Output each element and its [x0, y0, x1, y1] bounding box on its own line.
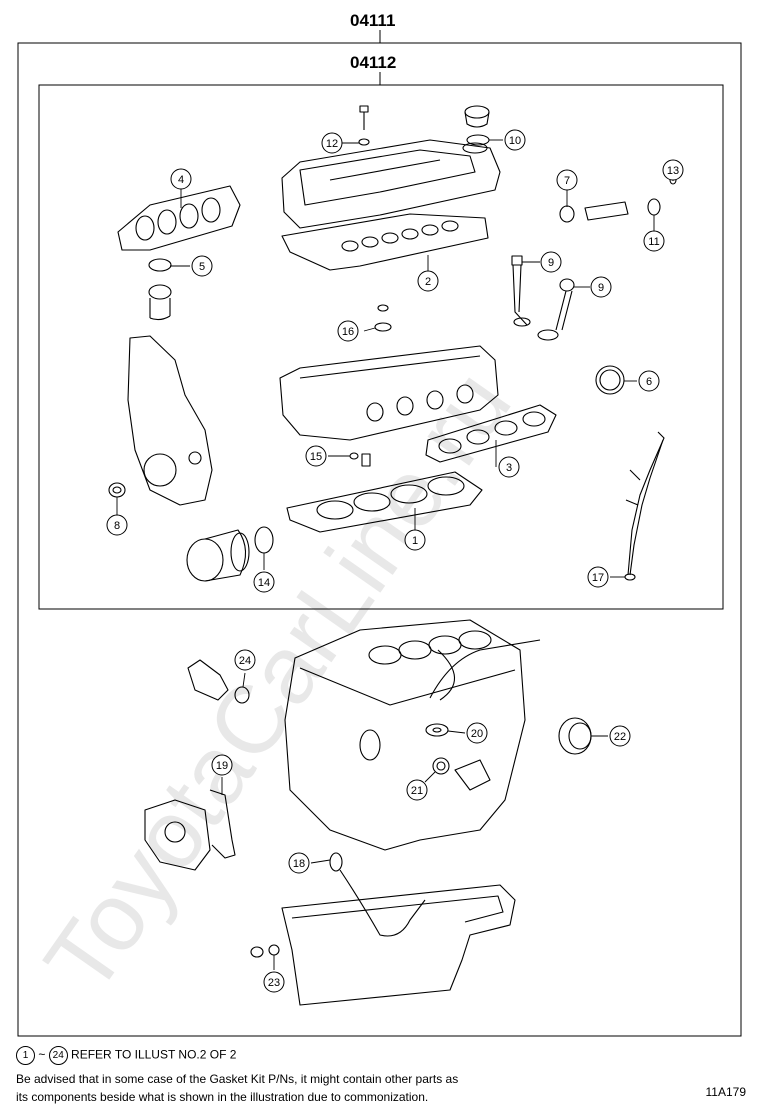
- svg-text:23: 23: [268, 977, 280, 989]
- assembly-code-outer: 04111: [350, 11, 395, 30]
- water-inlet-drawing: [187, 659, 250, 704]
- svg-text:22: 22: [614, 731, 626, 743]
- callout-15: 15: [305, 445, 327, 467]
- callout-10: 10: [504, 129, 526, 151]
- exhaust-pipe-gasket-drawing: [148, 258, 172, 321]
- timing-chain-cover-drawing: [127, 335, 213, 506]
- refer-note: 1 ~ 24 REFER TO ILLUST NO.2 OF 2: [16, 1046, 236, 1065]
- callout-24: 24: [234, 649, 256, 671]
- callout-9a: 9: [540, 251, 562, 273]
- callout-17: 17: [587, 566, 609, 588]
- svg-text:2: 2: [425, 276, 431, 288]
- advisory-line-2: its components beside what is shown in t…: [16, 1090, 429, 1104]
- callout-20: 20: [466, 722, 488, 744]
- svg-text:16: 16: [342, 326, 354, 338]
- svg-text:15: 15: [310, 451, 322, 463]
- cylinder-head-drawing: [279, 345, 499, 441]
- callout-16: 16: [337, 320, 359, 342]
- callout-3: 3: [498, 456, 520, 478]
- ref-text: REFER TO ILLUST NO.2 OF 2: [71, 1047, 237, 1062]
- outer-frame: [17, 42, 742, 1037]
- cylinder-head-cover-drawing: [281, 139, 501, 229]
- callout-1: 1: [404, 529, 426, 551]
- svg-text:20: 20: [471, 728, 483, 740]
- intake-manifold-gasket-drawing: [425, 404, 557, 463]
- callout-22: 22: [609, 725, 631, 747]
- oil-pipe-gasket-drawing: [425, 723, 449, 737]
- svg-text:12: 12: [326, 138, 338, 150]
- svg-text:19: 19: [216, 760, 228, 772]
- plug-drawing: [374, 304, 392, 332]
- ref-separator: ~: [38, 1047, 46, 1062]
- callout-7: 7: [556, 169, 578, 191]
- callout-23: 23: [263, 971, 285, 993]
- oil-level-gauge-guide-drawing: [624, 431, 665, 581]
- svg-text:9: 9: [548, 257, 554, 269]
- svg-text:9: 9: [598, 282, 604, 294]
- svg-text:7: 7: [564, 175, 570, 187]
- oil-pump-drawing: [186, 526, 274, 582]
- cover-gasket-drawing: [281, 213, 489, 271]
- svg-text:6: 6: [646, 376, 652, 388]
- valve-lifter-drawing: [559, 175, 677, 223]
- o-ring-drawing: [432, 757, 450, 775]
- svg-text:14: 14: [258, 577, 270, 589]
- svg-text:4: 4: [178, 174, 184, 186]
- svg-text:13: 13: [667, 165, 679, 177]
- bolt-drawing: [358, 105, 370, 146]
- exhaust-manifold-gasket-drawing: [117, 185, 241, 251]
- svg-text:18: 18: [293, 858, 305, 870]
- ref-from-badge: 1: [16, 1046, 35, 1065]
- inner-frame: [38, 84, 724, 610]
- oil-filler-cap-drawing: [464, 105, 490, 146]
- svg-text:3: 3: [506, 462, 512, 474]
- callouts: 1 2 3 4 5 6 7 8 9 9 10 11 12 13 14 15 16…: [106, 129, 684, 993]
- callout-14: 14: [253, 571, 275, 593]
- svg-text:10: 10: [509, 135, 521, 147]
- callout-4: 4: [170, 168, 192, 190]
- advisory-line-1: Be advised that in some case of the Gask…: [16, 1072, 459, 1086]
- rear-oil-seal-drawing: [558, 717, 592, 755]
- assembly-code-inner: 04112: [350, 53, 396, 72]
- callout-8: 8: [106, 514, 128, 536]
- svg-text:1: 1: [412, 535, 418, 547]
- callout-6: 6: [638, 370, 660, 392]
- svg-text:17: 17: [592, 572, 604, 584]
- svg-text:5: 5: [199, 261, 205, 273]
- callout-21: 21: [406, 779, 428, 801]
- callout-19: 19: [211, 754, 233, 776]
- leader-lines: [116, 139, 674, 970]
- watermark: ToyotaCarLine.ru: [25, 352, 532, 1012]
- callout-18: 18: [288, 852, 310, 874]
- svg-text:11: 11: [648, 236, 659, 248]
- callout-11: 11: [643, 230, 665, 252]
- cylinder-block-drawing: [284, 619, 541, 851]
- oil-pan-drawing: [250, 852, 516, 1006]
- callout-12: 12: [321, 132, 343, 154]
- svg-text:21: 21: [411, 785, 423, 797]
- callout-5: 5: [191, 255, 213, 277]
- svg-text:24: 24: [239, 655, 251, 667]
- ref-to-badge: 24: [48, 1046, 68, 1065]
- cylinder-head-gasket-drawing: [286, 471, 483, 533]
- valve-drawing: [511, 255, 575, 341]
- callout-9b: 9: [590, 276, 612, 298]
- callout-2: 2: [417, 270, 439, 292]
- callout-13: 13: [662, 159, 684, 181]
- seal-drawing: [595, 365, 625, 395]
- oil-seal-drawing: [108, 482, 126, 498]
- illustration-id: 11A179: [705, 1085, 746, 1099]
- water-pump-drawing: [144, 789, 236, 871]
- svg-text:8: 8: [114, 520, 120, 532]
